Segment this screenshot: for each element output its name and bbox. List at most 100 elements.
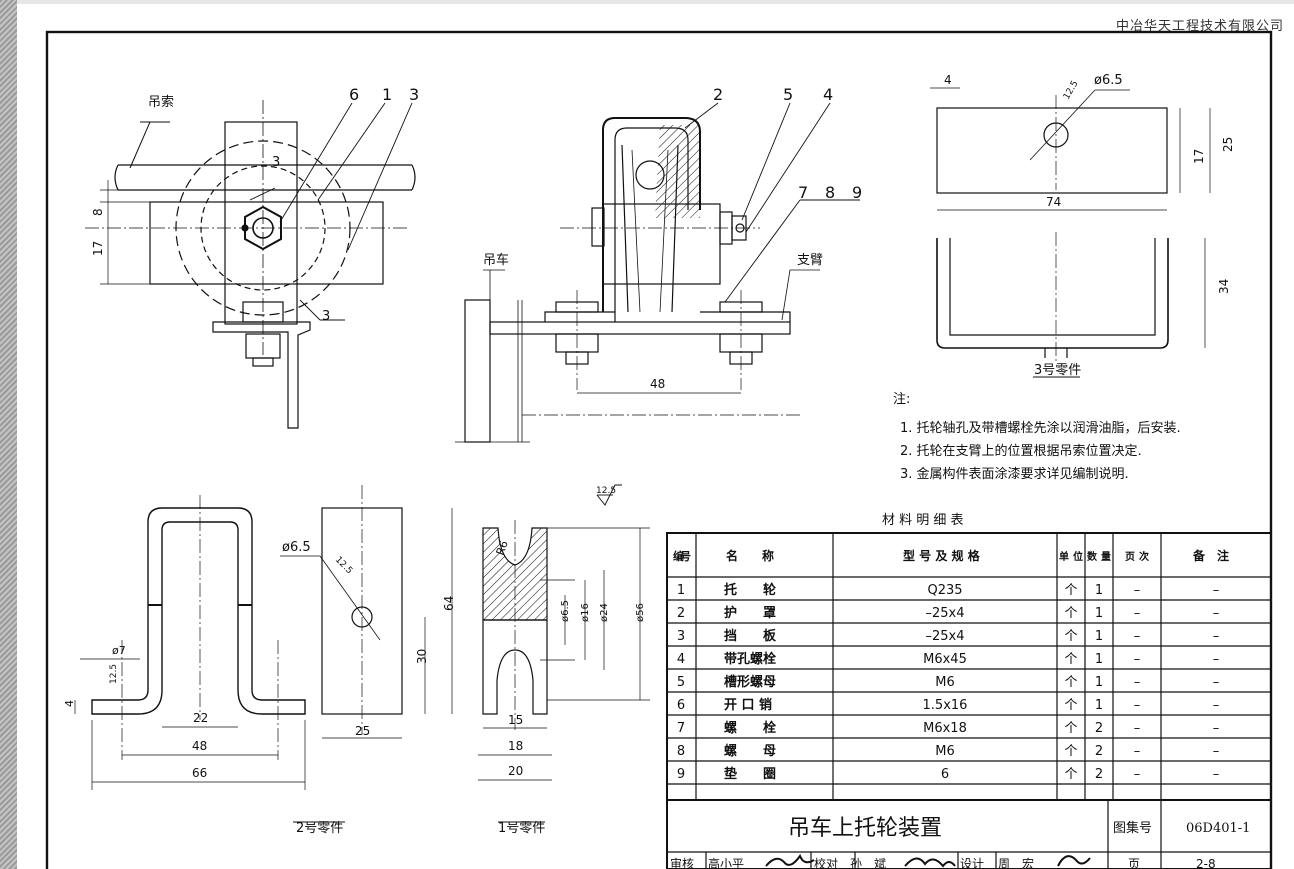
label-cable: 吊索: [148, 95, 174, 110]
table-row-2-cell-no: 2: [677, 606, 685, 621]
part3-drawing: [930, 87, 1211, 378]
table-row-6-cell-spec: 1.5x16: [923, 698, 968, 713]
callout-4: 4: [823, 85, 833, 104]
checker-name: 孙 斌: [850, 857, 886, 869]
page-label: 页: [1128, 857, 1140, 869]
table-row-9-cell-no: 9: [677, 767, 685, 782]
note-2: 2. 托轮在支臂上的位置根据吊索位置决定.: [900, 443, 1142, 459]
table-row-6-cell-page: –: [1134, 698, 1141, 713]
table-row-6-cell-name: 开 口 销: [724, 697, 772, 713]
table-row-9-cell-name: 垫 圈: [724, 766, 776, 782]
table-row-1-cell-page: –: [1134, 583, 1141, 598]
table-row-2-cell-remark: –: [1213, 606, 1220, 621]
table-row-3-cell-no: 3: [677, 629, 685, 644]
p3-dim-34: 34: [1217, 279, 1231, 294]
table-row-7-cell-spec: M6x18: [923, 721, 967, 736]
callout-2: 2: [713, 85, 723, 104]
table-row-4-cell-qty: 1: [1095, 652, 1103, 667]
th-no: 编号: [673, 549, 691, 563]
label-arm: 支臂: [797, 253, 823, 268]
notes-title: 注:: [893, 392, 910, 407]
p1-dim-56: ø56: [635, 603, 646, 622]
p3-roughness: 12.5: [1062, 79, 1081, 101]
p1-dim-20: 20: [508, 764, 523, 778]
p2-dim-hole: ø7: [112, 644, 126, 657]
table-row-4-cell-unit: 个: [1064, 652, 1077, 667]
table-row-5-cell-remark: –: [1213, 675, 1220, 690]
label-crane: 吊车: [483, 252, 509, 268]
p1-radius: R6: [494, 539, 511, 557]
th-remark: 备 注: [1192, 548, 1229, 563]
p2s-dim-hole: ø6.5: [282, 540, 311, 555]
table-row-3-cell-spec: –25x4: [925, 629, 964, 644]
table-row-1-cell-name: 托 轮: [724, 582, 776, 598]
callout-3: 3: [409, 85, 419, 104]
table-row-4-cell-no: 4: [677, 652, 685, 667]
table-row-4-cell-spec: M6x45: [923, 652, 967, 667]
check-label: 校对: [814, 856, 838, 869]
atlas-label: 图集号: [1113, 820, 1152, 836]
table-row-2-cell-name: 护 罩: [724, 605, 776, 621]
p1-dim-15: 15: [508, 713, 523, 727]
reviewer-name: 高小平: [708, 856, 744, 869]
table-row-6-cell-remark: –: [1213, 698, 1220, 713]
p2s-dim-64: 64: [442, 596, 456, 611]
designer-signature: [1057, 855, 1091, 867]
signatures: [765, 853, 1091, 868]
table-row-8-cell-remark: –: [1213, 744, 1220, 759]
table-row-7-cell-qty: 2: [1095, 721, 1103, 736]
p3-dim-25: 25: [1221, 137, 1235, 152]
callout-5: 5: [783, 85, 793, 104]
callout-9: 9: [852, 183, 862, 202]
p3-dim-hole: ø6.5: [1094, 73, 1123, 88]
callout-8: 8: [825, 183, 835, 202]
table-row-5-cell-spec: M6: [935, 675, 955, 690]
table-row-7-cell-remark: –: [1213, 721, 1220, 736]
part2-drawing: [74, 495, 345, 823]
table-row-1-cell-no: 1: [677, 583, 685, 598]
designer-name: 周 宏: [998, 856, 1034, 869]
review-label: 审核: [670, 856, 694, 869]
reviewer-signature: [765, 853, 815, 867]
table-row-1-cell-unit: 个: [1064, 583, 1077, 598]
part2-side-drawing: [280, 485, 453, 739]
table-row-3-cell-page: –: [1134, 629, 1141, 644]
th-page: 页次: [1125, 550, 1149, 563]
note-1: 1. 托轮轴孔及带槽螺栓先涂以润滑油脂，后安装.: [900, 420, 1181, 436]
atlas-number: 06D401-1: [1186, 821, 1250, 836]
table-row-8-cell-page: –: [1134, 744, 1141, 759]
callout-6: 6: [349, 85, 359, 104]
th-unit: 单位: [1059, 550, 1083, 563]
top-edge: [17, 0, 1294, 4]
part1-caption: 1号零件: [498, 821, 545, 836]
p2s-roughness: 12.5: [333, 555, 354, 576]
p2-dim-22: 22: [193, 711, 208, 725]
p2-dim-4: 4: [63, 700, 76, 707]
table-row-4-cell-page: –: [1134, 652, 1141, 667]
note-3: 3. 金属构件表面涂漆要求详见编制说明.: [900, 466, 1129, 482]
p2-dim-66: 66: [192, 766, 207, 780]
table-row-5-cell-page: –: [1134, 675, 1141, 690]
table-row-6-cell-qty: 1: [1095, 698, 1103, 713]
p1-dim-6-5: ø6.5: [560, 600, 571, 622]
part1-drawing: [478, 484, 650, 823]
table-row-2-cell-page: –: [1134, 606, 1141, 621]
th-qty: 数量: [1087, 550, 1111, 563]
table-row-9-cell-spec: 6: [941, 767, 949, 782]
table-row-7-cell-page: –: [1134, 721, 1141, 736]
table-row-7-cell-unit: 个: [1064, 721, 1077, 736]
main-front-view: [85, 100, 416, 429]
p3-dim-17: 17: [1192, 149, 1206, 164]
p2s-dim-30: 30: [415, 649, 429, 664]
table-row-8-cell-qty: 2: [1095, 744, 1103, 759]
p2-roughness: 12.5: [109, 664, 119, 684]
table-row-5-cell-qty: 1: [1095, 675, 1103, 690]
p2-dim-48: 48: [192, 739, 207, 753]
table-row-3-cell-remark: –: [1213, 629, 1220, 644]
checker-signature: [904, 857, 956, 868]
table-row-9-cell-page: –: [1134, 767, 1141, 782]
sheet-border: [45, 30, 1273, 869]
dim-17: 17: [91, 241, 105, 256]
